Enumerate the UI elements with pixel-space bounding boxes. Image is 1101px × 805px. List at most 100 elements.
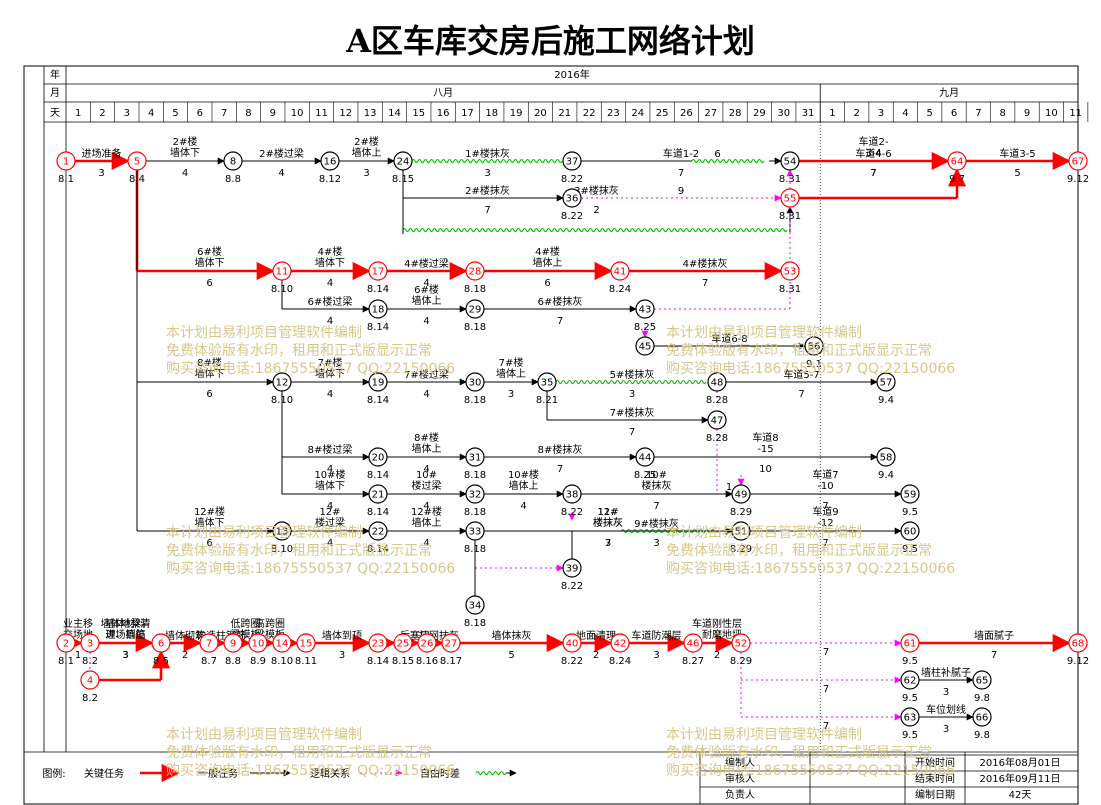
task-name: 12# [319, 507, 340, 518]
node-16[interactable] [320, 151, 340, 171]
task-name: 、耐磨地坪 [692, 628, 742, 641]
node-11[interactable] [272, 261, 292, 281]
node-number: 34 [469, 601, 482, 612]
node-27[interactable] [441, 633, 461, 653]
node-21[interactable] [368, 484, 388, 504]
node-33[interactable] [465, 521, 485, 541]
node-47[interactable] [707, 410, 727, 430]
day-label: 8 [245, 108, 251, 119]
node-date: 8.29 [730, 507, 752, 518]
day-label: 9 [270, 108, 276, 119]
node-64[interactable] [947, 151, 967, 171]
task-duration: 3 [508, 389, 514, 400]
node-20[interactable] [368, 447, 388, 467]
node-8[interactable] [223, 151, 243, 171]
node-19[interactable] [368, 372, 388, 392]
node-63[interactable] [900, 707, 920, 727]
task-duration: 3 [484, 168, 490, 179]
node-68[interactable] [1068, 633, 1088, 653]
node-4[interactable] [80, 670, 100, 690]
task-name: 车道3-5 [999, 147, 1035, 160]
task-name: 4#楼 [535, 245, 560, 258]
task-name: 11# [597, 507, 618, 518]
node-40[interactable] [562, 633, 582, 653]
node-6[interactable] [151, 633, 171, 653]
node-5[interactable] [127, 151, 147, 171]
task-duration: 6 [206, 389, 212, 400]
node-12[interactable] [272, 372, 292, 392]
node-60[interactable] [900, 521, 920, 541]
node-2[interactable] [56, 633, 76, 653]
node-44[interactable] [635, 447, 655, 467]
node-25[interactable] [393, 633, 413, 653]
node-number: 44 [639, 453, 652, 464]
node-10[interactable] [248, 633, 268, 653]
task-name: 7#楼 [318, 356, 343, 369]
node-26[interactable] [417, 633, 437, 653]
node-number: 5 [134, 157, 140, 168]
node-42[interactable] [610, 633, 630, 653]
node-36[interactable] [562, 188, 582, 208]
node-55[interactable] [780, 188, 800, 208]
node-66[interactable] [972, 707, 992, 727]
task-name: 墙体上 [412, 442, 442, 455]
node-17[interactable] [368, 261, 388, 281]
node-41[interactable] [610, 261, 630, 281]
node-49[interactable] [731, 484, 751, 504]
node-61[interactable] [900, 633, 920, 653]
node-32[interactable] [465, 484, 485, 504]
node-56[interactable] [804, 336, 824, 356]
node-34[interactable] [465, 595, 485, 615]
node-65[interactable] [972, 670, 992, 690]
node-67[interactable] [1068, 151, 1088, 171]
task-name: 6#楼 [414, 283, 439, 296]
node-number: 7 [206, 639, 212, 650]
node-date: 8.31 [779, 211, 801, 222]
node-59[interactable] [900, 484, 920, 504]
node-date: 8.29 [730, 656, 752, 667]
task-name: 墙体上 [509, 479, 539, 492]
node-35[interactable] [537, 372, 557, 392]
task-duration: 6 [206, 278, 212, 289]
node-13[interactable] [272, 521, 292, 541]
node-24[interactable] [393, 151, 413, 171]
legend-float-swatch [475, 770, 507, 776]
node-38[interactable] [562, 484, 582, 504]
node-23[interactable] [368, 633, 388, 653]
node-3[interactable] [80, 633, 100, 653]
node-57[interactable] [876, 372, 896, 392]
node-22[interactable] [368, 521, 388, 541]
node-14[interactable] [272, 633, 292, 653]
node-9[interactable] [223, 633, 243, 653]
task-duration: 7 [678, 168, 684, 179]
node-date: 8.14 [367, 507, 389, 518]
node-43[interactable] [635, 299, 655, 319]
node-52[interactable] [731, 633, 751, 653]
node-18[interactable] [368, 299, 388, 319]
node-39[interactable] [562, 558, 582, 578]
node-number: 46 [687, 639, 700, 650]
node-53[interactable] [780, 261, 800, 281]
task-duration: 10 [759, 464, 772, 475]
node-29[interactable] [465, 299, 485, 319]
day-label: 2 [99, 108, 105, 119]
node-58[interactable] [876, 447, 896, 467]
node-37[interactable] [562, 151, 582, 171]
node-48[interactable] [707, 372, 727, 392]
node-date: 8.27 [682, 656, 704, 667]
node-62[interactable] [900, 670, 920, 690]
node-number: 27 [445, 639, 458, 650]
node-number: 16 [324, 157, 337, 168]
node-7[interactable] [199, 633, 219, 653]
node-46[interactable] [683, 633, 703, 653]
node-51[interactable] [731, 521, 751, 541]
node-1[interactable] [56, 151, 76, 171]
node-30[interactable] [465, 372, 485, 392]
node-45[interactable] [635, 336, 655, 356]
task-duration: 3 [363, 168, 369, 179]
day-label: 28 [729, 108, 742, 119]
node-28[interactable] [465, 261, 485, 281]
node-15[interactable] [296, 633, 316, 653]
node-54[interactable] [780, 151, 800, 171]
node-31[interactable] [465, 447, 485, 467]
